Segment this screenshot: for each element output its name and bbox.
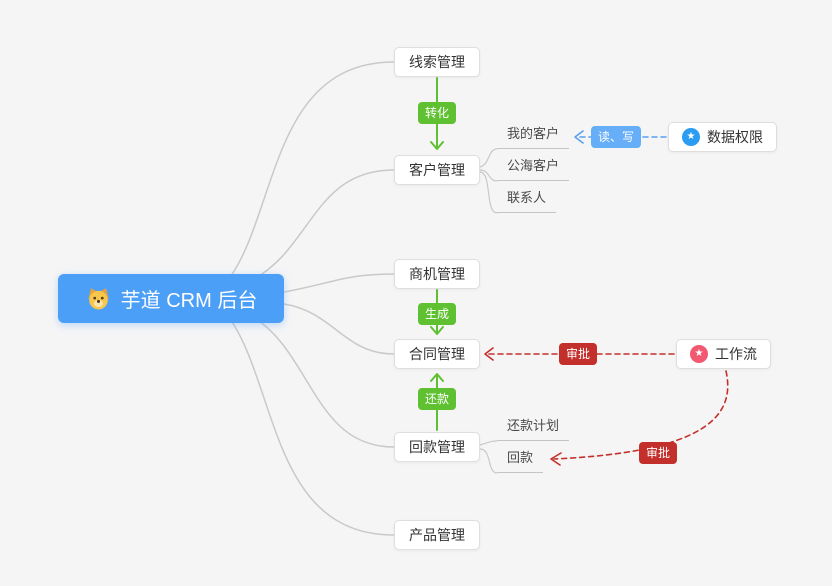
leaf-repayment-plan[interactable]: 还款计划 xyxy=(497,418,570,441)
star-circle-red-icon: ★ xyxy=(690,345,708,363)
dog-icon xyxy=(85,285,112,312)
node-product-management[interactable]: 产品管理 xyxy=(394,520,480,550)
badge-approve-contract: 审批 xyxy=(559,343,598,365)
node-customer-management[interactable]: 客户管理 xyxy=(394,155,480,185)
badge-read-write: 读、写 xyxy=(591,126,642,148)
leaf-repayment[interactable]: 回款 xyxy=(497,450,544,473)
badge-repay: 还款 xyxy=(418,388,457,410)
node-data-permission[interactable]: ★ 数据权限 xyxy=(668,122,777,152)
badge-approve-receivable: 审批 xyxy=(639,442,678,464)
leaf-my-customers[interactable]: 我的客户 xyxy=(497,126,570,149)
leaf-public-customers[interactable]: 公海客户 xyxy=(497,158,570,181)
node-receivable-management[interactable]: 回款管理 xyxy=(394,432,480,462)
badge-transform: 转化 xyxy=(418,102,457,124)
node-business-management[interactable]: 商机管理 xyxy=(394,259,480,289)
node-clue-management[interactable]: 线索管理 xyxy=(394,47,480,77)
badge-generate: 生成 xyxy=(418,303,457,325)
node-workflow[interactable]: ★ 工作流 xyxy=(676,339,771,369)
root-node-crm-backend[interactable]: 芋道 CRM 后台 xyxy=(58,274,284,323)
star-circle-blue-icon: ★ xyxy=(682,128,700,146)
leaf-contacts[interactable]: 联系人 xyxy=(497,190,557,213)
root-node-label: 芋道 CRM 后台 xyxy=(120,290,258,312)
node-contract-management[interactable]: 合同管理 xyxy=(394,339,480,369)
node-workflow-label: 工作流 xyxy=(715,346,757,362)
node-data-permission-label: 数据权限 xyxy=(707,129,763,145)
